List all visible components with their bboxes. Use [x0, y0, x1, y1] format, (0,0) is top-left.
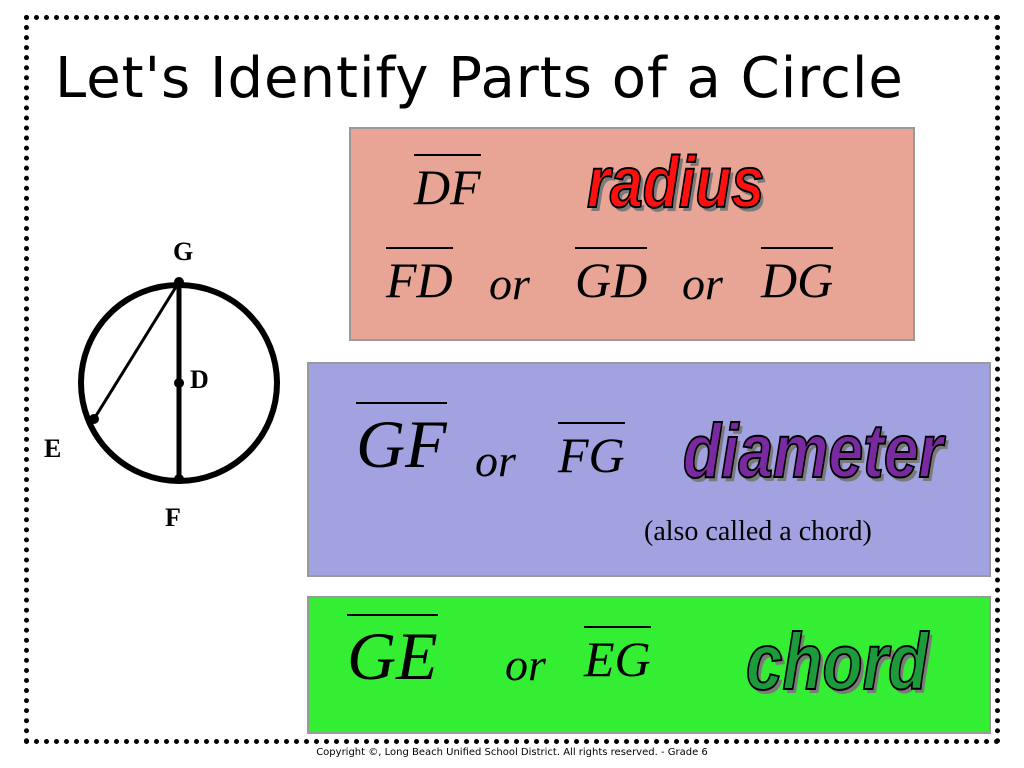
diameter-term: diameter [682, 409, 943, 494]
page-title: Let's Identify Parts of a Circle [55, 46, 904, 111]
segment-gf: GF [356, 402, 447, 478]
diameter-box: GF or FG diameter (also called a chord) [307, 362, 991, 577]
or-word-3: or [475, 435, 516, 486]
label-d: D [190, 365, 209, 394]
segment-gd: GD [575, 247, 648, 305]
radius-box: DF radius FD or GD or DG [349, 127, 915, 341]
segment-dg: DG [761, 247, 834, 305]
circle-diagram: G D E F [44, 237, 280, 532]
segment-eg: EG [584, 626, 651, 684]
diameter-note: (also called a chord) [644, 516, 872, 547]
or-word-2: or [682, 258, 723, 309]
dotted-frame [24, 15, 1000, 744]
chord-line [92, 281, 181, 420]
point-f [174, 474, 184, 484]
label-g: G [173, 237, 193, 266]
or-word-4: or [505, 639, 546, 690]
label-f: F [165, 503, 181, 532]
point-g [174, 277, 184, 287]
or-word-1: or [489, 258, 530, 309]
chord-term: chord [745, 617, 929, 706]
copyright-footer: Copyright ©, Long Beach Unified School D… [316, 747, 708, 758]
point-e [89, 414, 99, 424]
label-e: E [44, 434, 61, 463]
segment-fg: FG [558, 422, 625, 480]
segment-ge: GE [347, 614, 438, 690]
segment-df: DF [414, 154, 481, 212]
point-d [174, 378, 184, 388]
chord-box: GE or EG chord [307, 596, 991, 734]
segment-fd: FD [386, 247, 453, 305]
radius-term: radius [586, 143, 765, 223]
